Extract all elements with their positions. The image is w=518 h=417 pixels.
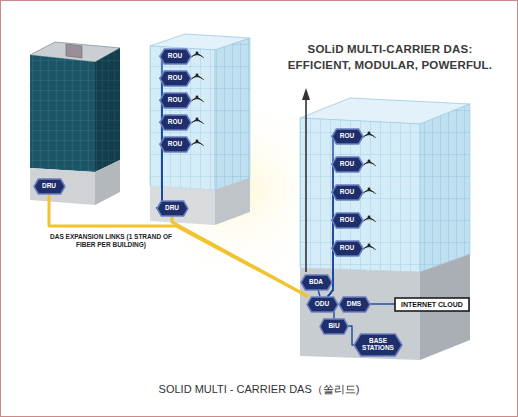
equipment-badge: DRU — [157, 201, 188, 216]
node-text: ROU — [340, 217, 354, 224]
antenna-icon — [362, 132, 376, 139]
equipment-badge: ROU — [160, 93, 191, 108]
antenna-icon — [362, 244, 376, 251]
antenna-icon — [190, 74, 204, 81]
node-text: ODU — [315, 301, 329, 308]
right-building — [300, 88, 470, 360]
node-text: ROU — [168, 53, 182, 60]
antenna-icon — [190, 140, 204, 147]
equipment-badge: ODU — [307, 297, 338, 312]
equipment-badge: BDA — [301, 275, 332, 290]
cable-link — [157, 122, 163, 208]
equipment-badge: ROU — [332, 241, 363, 256]
node-text: ROU — [168, 75, 182, 82]
antenna-icon — [190, 118, 204, 125]
cable-link — [328, 248, 333, 297]
node-text: ROU — [168, 141, 182, 148]
antenna-top — [302, 88, 310, 100]
node-text: ROU — [168, 97, 182, 104]
equipment-badge: DRU — [34, 179, 65, 194]
cable-link — [328, 136, 333, 297]
node-text: ROU — [340, 133, 354, 140]
equipment-badge: ROU — [332, 157, 363, 172]
node-text: ROU — [168, 119, 182, 126]
node-text: DMS — [347, 301, 361, 308]
link-label: DAS EXPANSION LINKS (1 STRAND OF FIBER P… — [44, 233, 178, 250]
equipment-badge: ROU — [332, 185, 363, 200]
node-text: BASE STATIONS — [362, 338, 394, 352]
antenna-icon — [362, 160, 376, 167]
antenna-icon — [362, 216, 376, 223]
cloud-box: INTERNET CLOUD — [395, 298, 469, 311]
cable-link — [157, 100, 163, 208]
equipment-badge: ROU — [332, 129, 363, 144]
equipment-badge: ROU — [160, 49, 191, 64]
node-text: BIU — [328, 323, 339, 330]
node-text: ROU — [340, 189, 354, 196]
fiber-link — [172, 216, 308, 297]
middle-building — [150, 34, 250, 225]
equipment-badge: ROU — [332, 213, 363, 228]
cable-link — [318, 290, 320, 297]
equipment-badge: DMS — [339, 297, 370, 312]
equipment-badge: ROU — [160, 71, 191, 86]
equipment-badge: ROU — [160, 115, 191, 130]
antenna-icon — [362, 188, 376, 195]
equipment-badge: ROU — [160, 137, 191, 152]
node-text: DRU — [165, 205, 179, 212]
cable-link — [348, 326, 354, 345]
figure-caption: SOLID MULTI - CARRIER DAS（쏠리드) — [0, 382, 518, 397]
antenna-icons — [190, 52, 376, 251]
node-text: ROU — [340, 161, 354, 168]
antenna-icon — [190, 96, 204, 103]
antenna-icon — [190, 52, 204, 59]
left-building — [30, 42, 120, 205]
antenna-mast — [305, 92, 307, 272]
equipment-badge: BIU — [320, 319, 348, 334]
equipment-badge: BASE STATIONS — [354, 334, 402, 356]
node-text: INTERNET CLOUD — [401, 301, 463, 308]
node-text: BDA — [309, 279, 323, 286]
cable-link — [157, 144, 163, 208]
cable-link — [370, 303, 396, 304]
node-text: DRU — [42, 183, 56, 190]
diagram-title: SOLiD MULTI-CARRIER DAS: EFFICIENT, MODU… — [285, 42, 495, 73]
node-text: ROU — [340, 245, 354, 252]
